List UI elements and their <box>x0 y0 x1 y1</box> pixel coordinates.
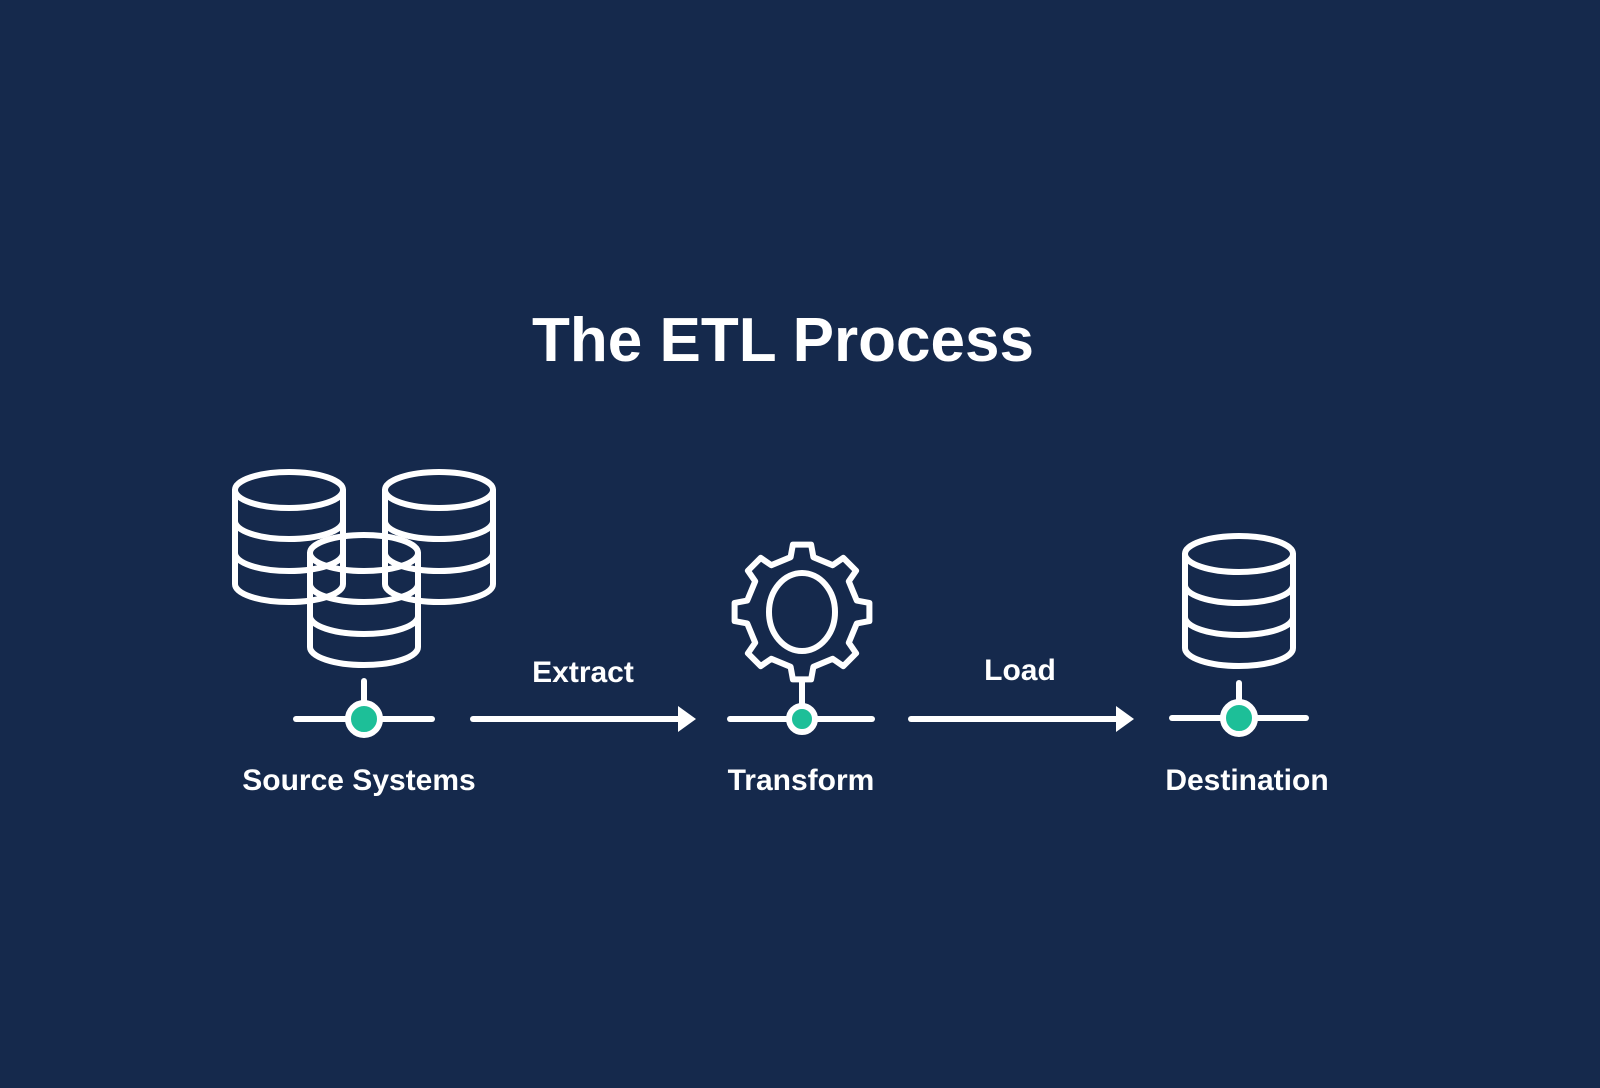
stage-label-destination: Destination <box>1165 764 1328 797</box>
transform-stage: Transform <box>727 541 875 797</box>
database-icon <box>1185 536 1293 666</box>
extract-edge: Extract <box>470 656 696 732</box>
node-dot <box>345 700 383 738</box>
arrow-head-icon <box>678 706 696 732</box>
database-icon <box>310 535 418 665</box>
arrow-head-icon <box>1116 706 1134 732</box>
edge-label-load: Load <box>984 654 1056 687</box>
node-dot <box>1220 699 1258 737</box>
source-systems-stage: Source Systems <box>235 472 493 797</box>
destination-stage: Destination <box>1165 536 1329 797</box>
gear-icon <box>731 541 873 683</box>
stage-label-source-systems: Source Systems <box>242 764 475 797</box>
edge-label-extract: Extract <box>532 656 634 689</box>
load-edge: Load <box>908 654 1134 732</box>
database-stack-icon <box>235 472 493 665</box>
diagram-title: The ETL Process <box>532 306 1034 375</box>
node-dot <box>786 703 818 735</box>
stage-label-transform: Transform <box>728 764 875 797</box>
